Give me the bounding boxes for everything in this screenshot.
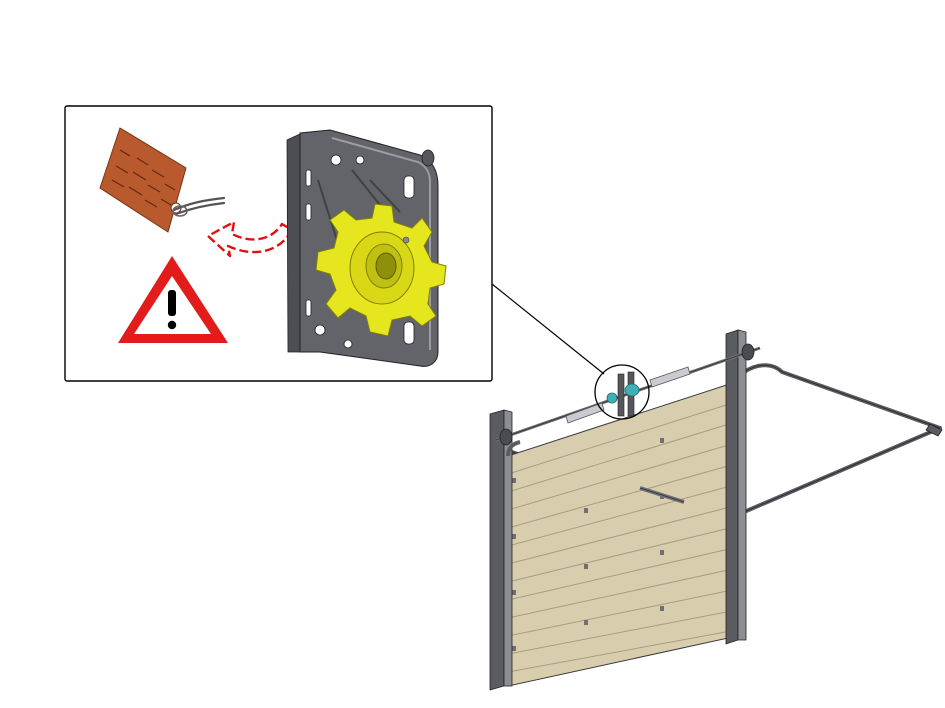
door-leaf [507, 379, 743, 687]
warning-triangle-icon [118, 256, 228, 343]
bracket-rim [331, 137, 431, 350]
bearing-bracket [286, 129, 447, 367]
pin-loop [172, 205, 188, 217]
tag-print [111, 149, 176, 208]
bracket-flange [286, 133, 301, 353]
panel-grooves [507, 399, 743, 673]
center-bearing-bracket [606, 371, 640, 417]
arrow-body [206, 220, 294, 258]
cable-drum-right [741, 343, 755, 361]
ratchet-hub [315, 203, 447, 337]
bracket-pin [421, 149, 435, 167]
left-frame [489, 409, 521, 691]
detail-highlight-circle [594, 364, 650, 420]
torsion-spring-left [565, 402, 605, 424]
locking-pin [172, 196, 226, 216]
track-end-cap [925, 423, 943, 437]
curved-arrow-icon [206, 220, 294, 258]
right-frame [725, 329, 747, 645]
safety-tag-icon [99, 127, 226, 233]
hub-screw [402, 236, 410, 244]
warning-exclamation-dot [167, 320, 177, 330]
torsion-spring-right [649, 366, 691, 388]
bracket-holes [305, 154, 415, 349]
hub-bore [375, 252, 397, 280]
callout-leader-line [491, 283, 605, 375]
cable-drum-left [499, 428, 513, 446]
tag-body [99, 127, 187, 233]
door-center-rail [639, 486, 685, 504]
warning-exclamation-bar [168, 290, 176, 316]
detail-callout [64, 105, 493, 382]
garage-door-assembly [489, 329, 943, 691]
